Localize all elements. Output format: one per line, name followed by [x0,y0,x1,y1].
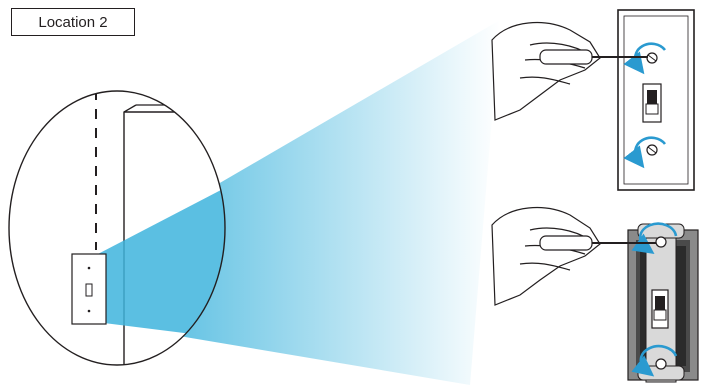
cover-plate-view [618,10,694,190]
switch-box-view [628,224,698,382]
